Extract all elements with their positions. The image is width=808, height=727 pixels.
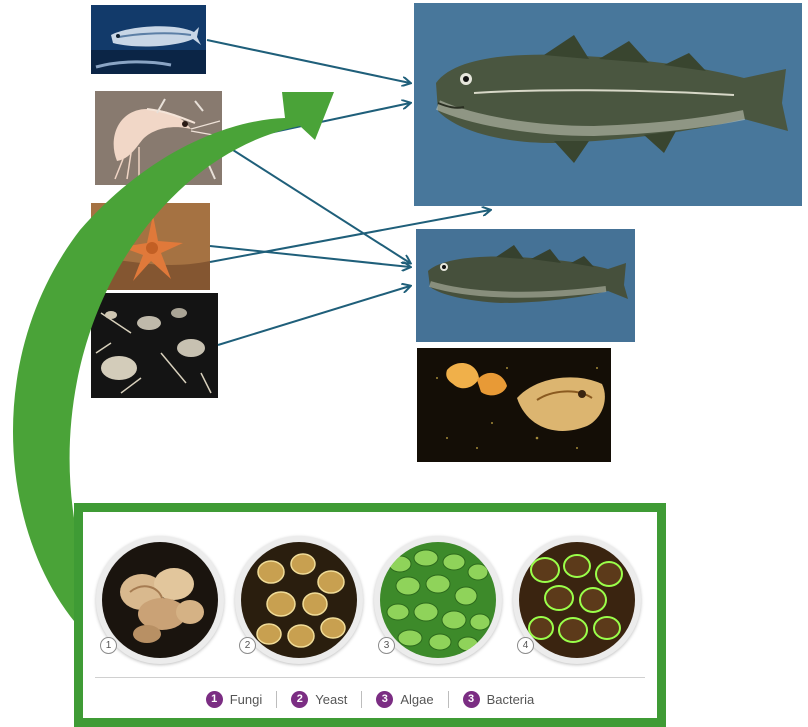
- algae-icon: [380, 542, 496, 658]
- microbes-legend: 1 Fungi 2 Yeast 3 Algae 3 Bacteria: [83, 687, 657, 711]
- shrimp-photo: [95, 91, 222, 185]
- legend-item-fungi: 1 Fungi: [192, 691, 277, 708]
- legend-item-algae: 3 Algae: [361, 691, 447, 708]
- plankton-photo: [91, 293, 218, 398]
- microbe-circle-1: 1: [96, 536, 224, 664]
- yeast-icon: [241, 542, 357, 658]
- fungi-icon: [102, 542, 218, 658]
- large-cod-photo: [414, 3, 802, 206]
- legend-label: Fungi: [230, 692, 263, 707]
- circle-number-2: 2: [239, 637, 256, 654]
- arrow-shrimp-to-large-cod: [222, 103, 410, 143]
- arrow-shrimp-to-small-cod: [222, 143, 410, 263]
- legend-badge: 3: [376, 691, 393, 708]
- bacteria-icon: [519, 542, 635, 658]
- legend-badge: 1: [206, 691, 223, 708]
- legend-label: Algae: [400, 692, 433, 707]
- small-cod-photo: [416, 229, 635, 342]
- legend-divider: [95, 677, 645, 678]
- legend-badge: 2: [291, 691, 308, 708]
- microbe-circle-3: 3: [374, 536, 502, 664]
- microbe-circle-4: 4: [513, 536, 641, 664]
- legend-badge: 3: [463, 691, 480, 708]
- circle-number-3: 3: [378, 637, 395, 654]
- circle-number-1: 1: [100, 637, 117, 654]
- arrow-plankton-to-small-cod: [218, 286, 410, 345]
- herring-photo: [91, 5, 206, 74]
- legend-item-bacteria: 3 Bacteria: [448, 691, 549, 708]
- legend-label: Bacteria: [487, 692, 535, 707]
- microbes-panel: 1 2: [74, 503, 666, 727]
- arrow-starfish-to-small-cod: [210, 246, 410, 267]
- starfish-photo: [91, 203, 210, 290]
- legend-label: Yeast: [315, 692, 347, 707]
- microbe-circle-2: 2: [235, 536, 363, 664]
- legend-item-yeast: 2 Yeast: [276, 691, 361, 708]
- circle-number-4: 4: [517, 637, 534, 654]
- larvae-photo: [417, 348, 611, 462]
- arrow-herring-to-large-cod: [207, 40, 410, 83]
